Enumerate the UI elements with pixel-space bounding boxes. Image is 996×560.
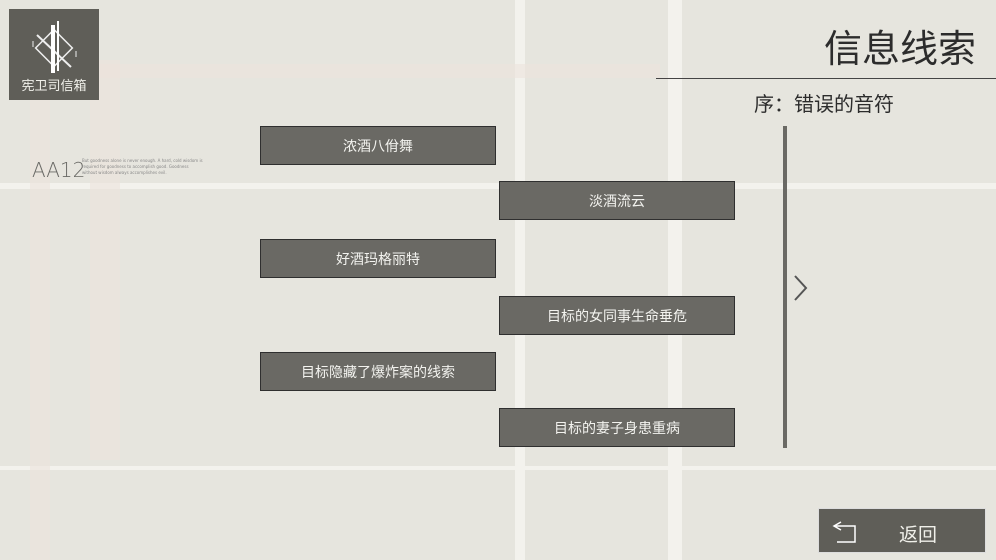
return-arrow-icon bbox=[832, 521, 856, 543]
clue-item[interactable]: 浓酒八佾舞 bbox=[260, 126, 496, 165]
bg-stripe bbox=[515, 0, 525, 560]
title-divider bbox=[656, 78, 996, 79]
clue-item[interactable]: 目标的妻子身患重病 bbox=[499, 408, 735, 447]
chapter-subtitle: 序：错误的音符 bbox=[754, 92, 894, 116]
code-label: AA12 bbox=[32, 158, 86, 182]
bg-stripe bbox=[0, 183, 996, 189]
clue-item[interactable]: 目标的女同事生命垂危 bbox=[499, 296, 735, 335]
scrollbar[interactable] bbox=[783, 126, 787, 448]
bg-stripe bbox=[30, 80, 50, 560]
back-button[interactable]: 返回 bbox=[818, 508, 986, 553]
mailbox-logo-button[interactable]: 宪卫司信箱 bbox=[9, 9, 99, 100]
bg-stripe bbox=[90, 60, 120, 460]
clue-item[interactable]: 好酒玛格丽特 bbox=[260, 239, 496, 278]
back-label: 返回 bbox=[899, 524, 938, 546]
chevron-right-icon[interactable] bbox=[792, 274, 808, 309]
quote-text: But goodness alone is never enough. A ha… bbox=[82, 158, 203, 175]
page-title: 信息线索 bbox=[823, 27, 976, 71]
bg-stripe bbox=[0, 466, 996, 470]
clue-item[interactable]: 目标隐藏了爆炸案的线索 bbox=[260, 352, 496, 391]
clue-item[interactable]: 淡酒流云 bbox=[499, 181, 735, 220]
bg-stripe bbox=[668, 0, 682, 560]
logo-label: 宪卫司信箱 bbox=[21, 79, 87, 94]
mailbox-logo-icon bbox=[32, 21, 77, 73]
bg-stripe bbox=[100, 64, 660, 78]
